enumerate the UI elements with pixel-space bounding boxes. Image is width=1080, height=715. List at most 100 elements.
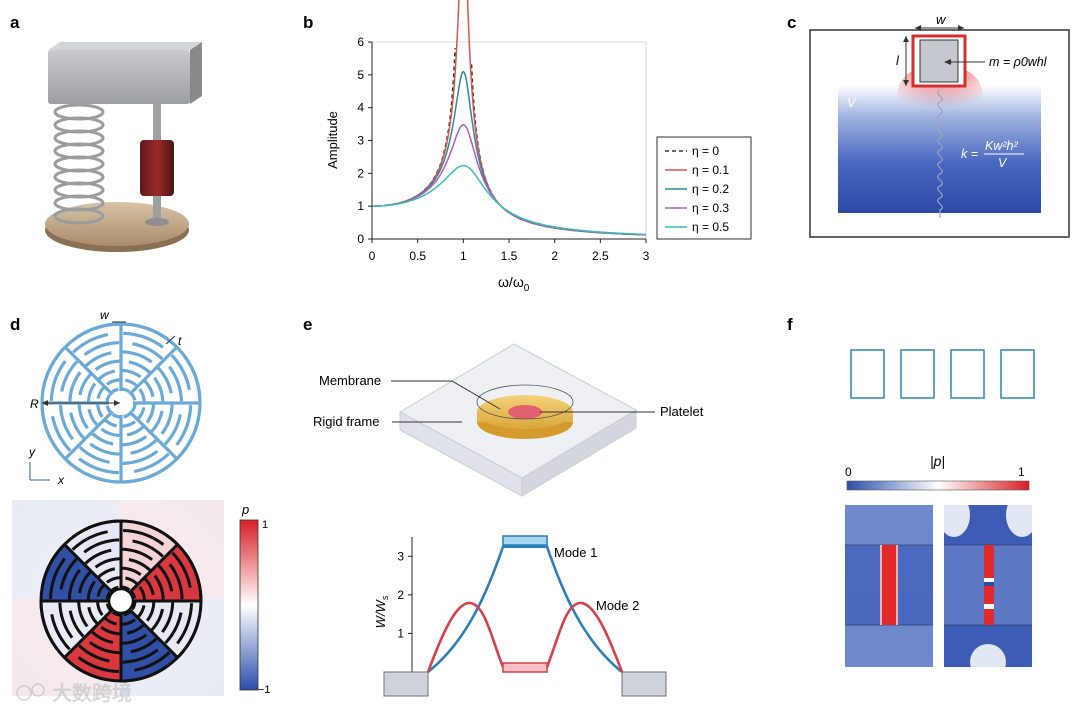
- labyrinth-ring: [150, 608, 164, 632]
- membrane-metamaterial-illustration: Membrane Rigid frame Platelet: [313, 343, 704, 497]
- labyrinth-ring: [121, 368, 142, 379]
- svg-text:y: y: [28, 445, 36, 459]
- labyrinth-ring: [78, 373, 92, 396]
- labyrinth-ring: [176, 603, 194, 645]
- labyrinth-ring: [105, 393, 112, 403]
- labyrinth-ring: [77, 404, 89, 430]
- labyrinth-ring: [132, 342, 164, 361]
- labyrinth-spoke: [128, 608, 179, 659]
- labyrinth-ring: [138, 388, 146, 403]
- watermark-text: 大数跨境: [52, 681, 132, 705]
- mass-spring-damper-illustration: [45, 42, 202, 252]
- labyrinth-ring: [84, 351, 112, 367]
- labyrinth-ring: [121, 566, 142, 576]
- field-map-right: [938, 493, 1038, 680]
- labyrinth-ring: [103, 418, 118, 428]
- labyrinth-ring: [50, 415, 72, 452]
- labyrinth-ring: [78, 445, 110, 464]
- spring-coil: [937, 89, 943, 218]
- platelet-label: Platelet: [660, 404, 704, 419]
- labyrinth-ring: [150, 410, 164, 433]
- colorbar-max: 1: [262, 519, 268, 531]
- labyrinth-ring: [83, 340, 120, 357]
- field-map-left: [845, 505, 933, 667]
- abs-p-colorbar-title: |p|: [930, 453, 945, 469]
- labyrinth-spoke: [128, 410, 178, 460]
- labyrinth-ring: [89, 442, 120, 456]
- y-tick-label: 5: [357, 68, 364, 82]
- x-tick-label: 1: [460, 249, 467, 263]
- mode1-platelet: [502, 535, 548, 546]
- labyrinth-ring: [90, 630, 114, 644]
- t-label: t: [178, 334, 182, 348]
- labyrinth-ring: [122, 449, 159, 466]
- y-tick-label: 1: [397, 626, 404, 640]
- labyrinth-ring: [96, 385, 106, 400]
- y-tick-label: 4: [357, 101, 364, 115]
- labyrinth-ring: [146, 601, 156, 622]
- panel-label-d: d: [10, 315, 20, 334]
- y-tick-label: 2: [397, 588, 404, 602]
- svg-text:k =: k =: [961, 147, 978, 161]
- panel-label-b: b: [303, 13, 313, 32]
- helmholtz-resonator: w l m = ρ0whl V k = Kw²h² V: [809, 12, 1070, 238]
- labyrinth-ring: [100, 427, 121, 438]
- labyrinth-ring: [170, 354, 192, 391]
- labyrinth-ring: [160, 404, 174, 435]
- labyrinth-ring: [84, 548, 112, 565]
- stiffness-formula: k = Kw²h² V: [961, 139, 1024, 170]
- air-plug-mass: [919, 39, 959, 83]
- width-label: w: [936, 12, 947, 27]
- labyrinth-spoke: [64, 346, 114, 396]
- abs-p-colorbar-max: 1: [1018, 465, 1025, 479]
- legend-box: [656, 136, 752, 240]
- labyrinth-ring: [130, 637, 158, 654]
- y-tick-label: 1: [357, 199, 364, 213]
- plot-frame: [371, 41, 647, 240]
- labyrinth-ring: [58, 602, 74, 639]
- labyrinth-ring: [106, 378, 121, 386]
- labyrinth-ring: [128, 360, 151, 374]
- legend-entry: η = 0.5: [692, 220, 729, 234]
- unit-cell: [850, 349, 885, 399]
- labyrinth-ring: [86, 580, 96, 601]
- platelet: [508, 405, 542, 419]
- x-tick-label: 0.5: [409, 249, 426, 263]
- labyrinth-ring: [67, 568, 81, 600]
- labyrinth-ring: [72, 332, 109, 354]
- labyrinth-ring: [133, 452, 170, 474]
- labyrinth-ring: [168, 563, 184, 600]
- unit-cell: [1000, 349, 1035, 399]
- labyrinth-ring: [111, 412, 121, 419]
- y-tick-label: 2: [357, 166, 364, 180]
- labyrinth-ring: [130, 403, 137, 413]
- labyrinth-ring: [122, 547, 154, 561]
- labyrinth-ring: [136, 406, 146, 421]
- labyrinth-ring: [153, 376, 165, 402]
- mode2-curve: [426, 601, 624, 673]
- pressure-colorbar: [239, 519, 259, 691]
- membrane-label: Membrane: [319, 373, 381, 388]
- r-label: R: [30, 397, 39, 411]
- labyrinth-ring: [122, 648, 159, 664]
- labyrinth-ring: [69, 412, 85, 440]
- axes-indicator: y x: [28, 445, 65, 487]
- labyrinth-ring: [122, 435, 148, 447]
- labyrinthine-unit-cell: w t R y x p 1 −1: [12, 308, 271, 696]
- w-label: w: [100, 308, 110, 322]
- labyrinth-ring: [77, 602, 89, 628]
- unit-cell: [950, 349, 985, 399]
- labyrinth-ring: [175, 405, 193, 446]
- x-tick-label: 2.5: [592, 249, 609, 263]
- labyrinth-ring: [164, 612, 183, 644]
- abs-p-colorbar: [846, 480, 1030, 491]
- labyrinth-ring: [100, 626, 121, 636]
- legend-entry: η = 0: [692, 144, 719, 158]
- x-tick-label: 3: [643, 249, 650, 263]
- watermark: 大数跨境: [16, 681, 132, 705]
- mode1-curve: [427, 545, 623, 674]
- mass-block: [48, 50, 190, 104]
- y-tick-label: 3: [397, 549, 404, 563]
- labyrinth-ring: [68, 610, 85, 638]
- center-hole: [107, 587, 135, 615]
